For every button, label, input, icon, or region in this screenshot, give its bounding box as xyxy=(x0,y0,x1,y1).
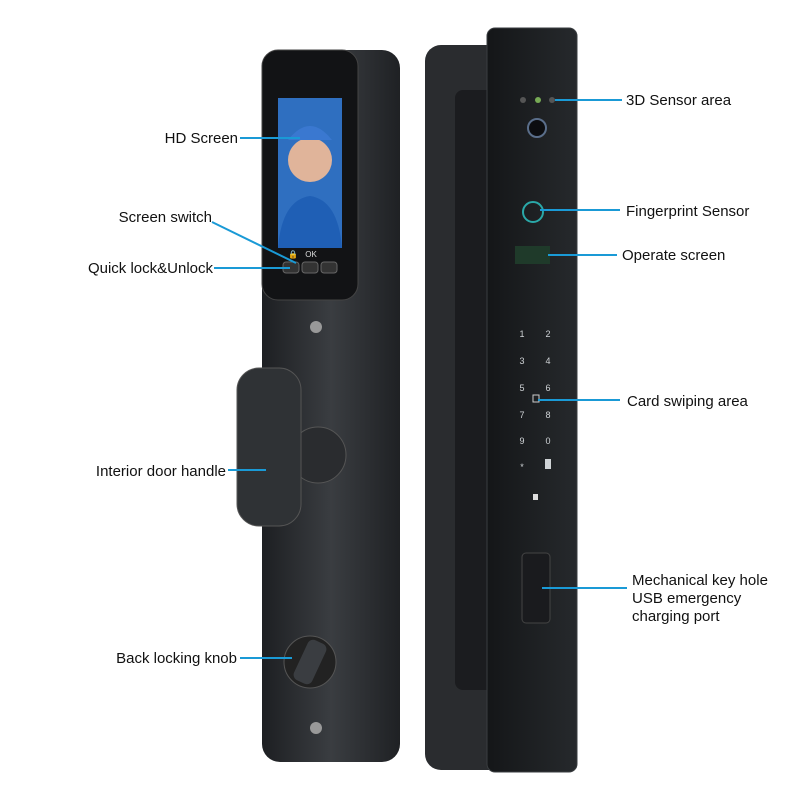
leader-screen-switch xyxy=(211,221,297,264)
leader-lines xyxy=(211,99,627,659)
label-keyhole-3: charging port xyxy=(632,608,720,625)
key-8[interactable]: 8 xyxy=(545,410,550,420)
sensor-dot xyxy=(520,97,526,103)
interior-door-handle[interactable] xyxy=(236,367,302,527)
label-3d-sensor: 3D Sensor area xyxy=(626,92,732,109)
ok-glyph: OK xyxy=(305,250,317,259)
doorbell-icon[interactable] xyxy=(545,459,551,469)
label-screen-switch: Screen switch xyxy=(119,209,212,226)
key-5[interactable]: 5 xyxy=(519,383,524,393)
camera-icon xyxy=(527,118,547,138)
back-locking-knob[interactable] xyxy=(292,638,329,686)
operate-screen xyxy=(515,246,550,264)
lock-icon xyxy=(533,494,538,500)
label-quick-lock: Quick lock&Unlock xyxy=(88,260,214,277)
key-2[interactable]: 2 xyxy=(545,329,550,339)
key-3[interactable]: 3 xyxy=(519,356,524,366)
sensor-dot xyxy=(535,97,541,103)
interior-lock: 🔒 OK xyxy=(236,49,400,762)
key-0[interactable]: 0 xyxy=(545,436,550,446)
sensor-dot xyxy=(549,97,555,103)
face-image xyxy=(288,138,332,182)
key-7[interactable]: 7 xyxy=(519,410,524,420)
lock-glyph: 🔒 xyxy=(288,250,298,259)
fingerprint-sensor[interactable] xyxy=(522,201,544,223)
label-interior-handle: Interior door handle xyxy=(96,463,226,480)
cap-image xyxy=(288,126,332,140)
exterior-lock: 1 2 3 4 5 6 7 8 9 0 * xyxy=(425,27,578,773)
label-hd-screen: HD Screen xyxy=(165,130,238,147)
keypad[interactable]: 1 2 3 4 5 6 7 8 9 0 * xyxy=(519,329,551,472)
key-star[interactable]: * xyxy=(520,462,524,472)
card-icon xyxy=(532,394,540,403)
quick-unlock-button[interactable] xyxy=(320,261,338,274)
shirt-image xyxy=(278,196,342,248)
label-operate-screen: Operate screen xyxy=(622,247,725,264)
key-6[interactable]: 6 xyxy=(545,383,550,393)
screw-icon xyxy=(310,321,322,333)
screw-icon xyxy=(310,722,322,734)
screen-switch-button[interactable] xyxy=(301,261,319,274)
exterior-handle-grip xyxy=(455,90,495,690)
label-keyhole-1: Mechanical key hole xyxy=(632,572,768,589)
key-9[interactable]: 9 xyxy=(519,436,524,446)
label-keyhole-2: USB emergency xyxy=(632,590,742,607)
label-back-knob: Back locking knob xyxy=(116,650,237,667)
key-1[interactable]: 1 xyxy=(519,329,524,339)
key-4[interactable]: 4 xyxy=(545,356,550,366)
label-card-area: Card swiping area xyxy=(627,393,749,410)
label-fingerprint: Fingerprint Sensor xyxy=(626,203,749,220)
